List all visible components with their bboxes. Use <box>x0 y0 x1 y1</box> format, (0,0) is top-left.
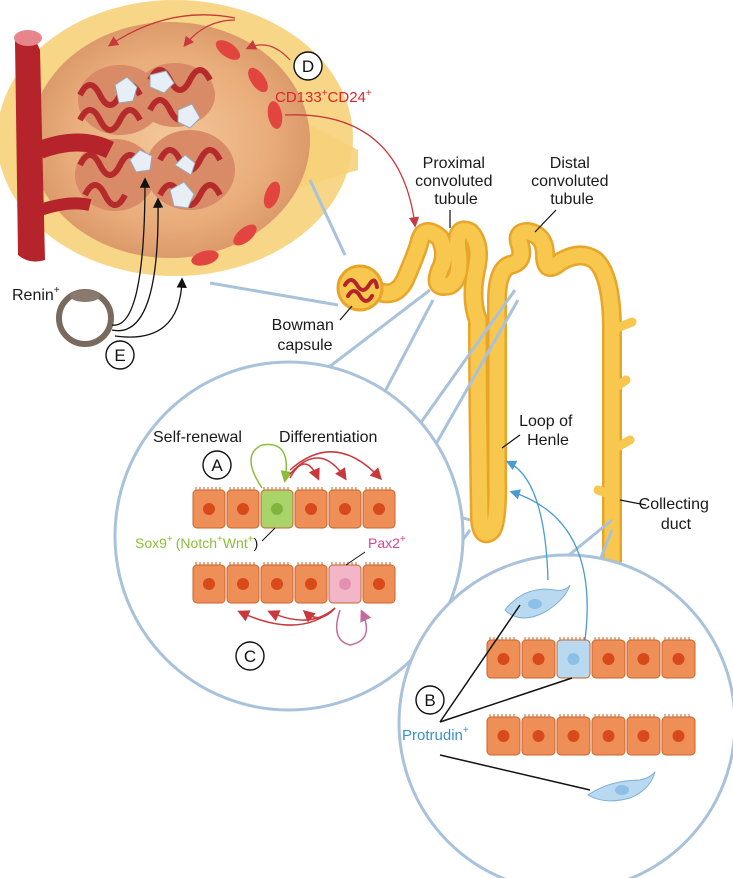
b-bottom-row-cell <box>591 714 626 756</box>
bottom-row-cell <box>328 562 362 604</box>
top-row-cell <box>260 487 294 529</box>
marker-C: C <box>235 641 265 671</box>
protrudin-cell-top <box>504 584 571 619</box>
top-row-cell <box>192 487 226 529</box>
label-bowman: Bowman capsule <box>272 317 339 354</box>
top-row-cell <box>328 487 362 529</box>
cell-row-b-bottom <box>486 714 696 756</box>
bottom-row-cell <box>226 562 260 604</box>
b-leader-lines <box>439 604 591 791</box>
marker-E: E <box>105 340 135 370</box>
pax2-leader <box>345 551 366 566</box>
tubule-leaders <box>339 209 647 506</box>
svg-text:C: C <box>244 647 256 666</box>
podocyte-cells <box>114 70 201 209</box>
protrudin-label: Protrudin+ <box>402 725 469 744</box>
arrows-D <box>107 14 420 228</box>
afferent-arteriole <box>14 30 115 262</box>
bottom-row-cell <box>260 562 294 604</box>
b-bottom-row-cell <box>556 714 591 756</box>
svg-text:D: D <box>302 57 314 76</box>
arrows-C <box>237 607 372 646</box>
b-bottom-row-cell <box>521 714 556 756</box>
svg-text:A: A <box>211 456 223 475</box>
b-top-row-cell <box>486 637 521 679</box>
top-row-cell <box>362 487 396 529</box>
zoom-circle-ac <box>113 360 465 712</box>
protrudin-cell-bottom <box>587 771 656 802</box>
arrows-E <box>111 177 187 338</box>
b-top-row-cell <box>626 637 661 679</box>
pax2-label: Pax2+ <box>368 534 406 551</box>
b-top-row-cell <box>591 637 626 679</box>
renin-cell <box>56 289 114 347</box>
renin-label: Renin+ <box>12 285 60 304</box>
arrows-A <box>250 443 383 489</box>
parietal-cells <box>191 40 283 266</box>
marker-B: B <box>415 685 445 715</box>
cell-row-b-top <box>486 637 696 679</box>
b-bottom-row-cell <box>486 714 521 756</box>
glomerulus-illustration <box>0 0 358 276</box>
label-loop-of-henle: Loop of Henle <box>519 413 577 449</box>
top-row-cell <box>294 487 328 529</box>
cd133-cd24-label: CD133+CD24+ <box>275 88 372 106</box>
svg-text:B: B <box>424 691 435 710</box>
b-top-row-cell <box>556 637 591 679</box>
b-bottom-row-cell <box>661 714 696 756</box>
marker-D: D <box>293 51 323 81</box>
label-distal: Distal convoluted tubule <box>531 155 613 208</box>
top-row-cell <box>226 487 260 529</box>
sox9-label: Sox9+(Notch+Wnt+) <box>135 534 258 551</box>
b-bottom-row-cell <box>626 714 661 756</box>
b-top-row-cell <box>661 637 696 679</box>
bottom-row-cell <box>192 562 226 604</box>
label-proximal: Proximal convoluted tubule <box>415 155 497 208</box>
self-renewal-label: Self-renewal <box>153 429 242 446</box>
differentiation-label: Differentiation <box>279 429 377 446</box>
nephron-tubule <box>336 220 637 570</box>
arrows-B <box>505 460 588 641</box>
svg-text:E: E <box>114 346 125 365</box>
bowman-glomerulus-mini <box>336 264 384 312</box>
sox9-leader <box>261 527 276 542</box>
cell-row-bottom <box>192 562 396 604</box>
bottom-row-cell <box>294 562 328 604</box>
cell-row-top <box>192 487 396 529</box>
bottom-row-cell <box>362 562 396 604</box>
marker-A: A <box>202 450 232 480</box>
zoom-lines-glomerulus <box>209 179 347 307</box>
b-top-row-cell <box>521 637 556 679</box>
label-collecting-duct: Collecting duct <box>639 496 714 533</box>
